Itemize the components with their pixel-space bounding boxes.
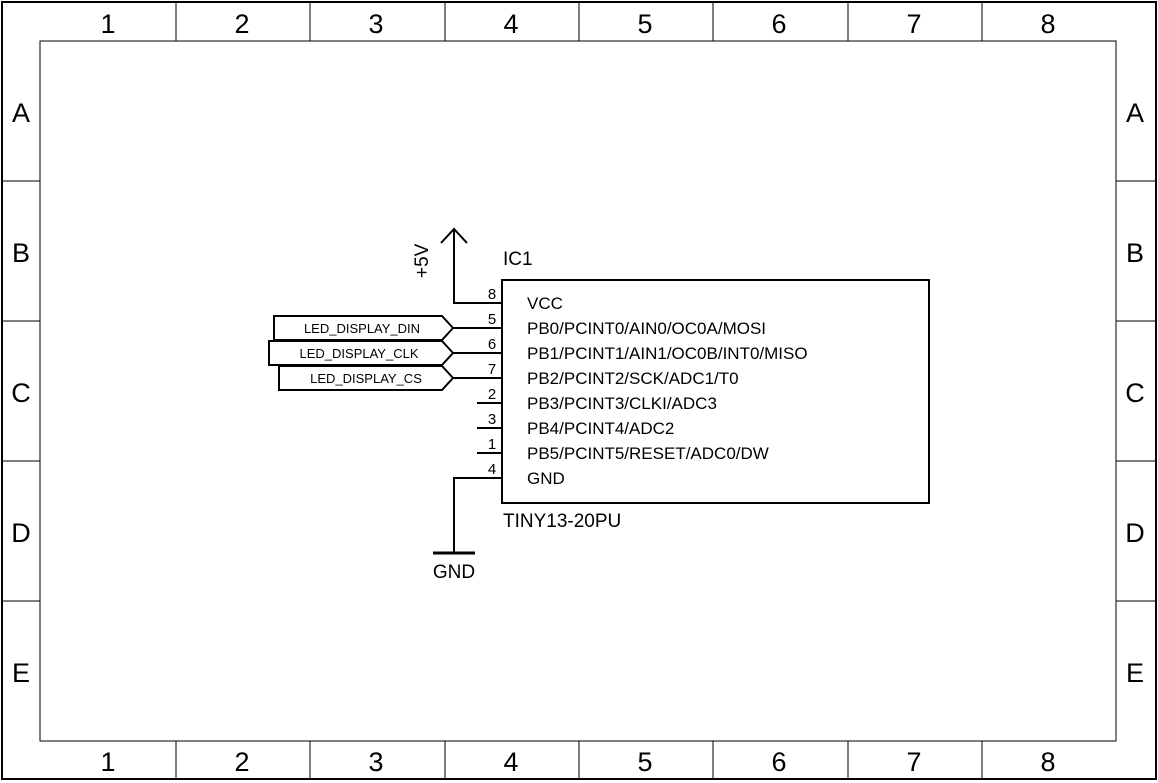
pin-name: GND [527, 469, 565, 488]
vcc-label: +5V [412, 243, 433, 278]
col-label: 2 [234, 9, 249, 39]
col-label: 8 [1040, 9, 1055, 39]
ic-pin-stubs [477, 302, 502, 479]
col-label: 5 [637, 9, 652, 39]
row-labels-right: A B C D E [1125, 98, 1145, 688]
col-label: 6 [771, 9, 786, 39]
column-labels-bottom: 1 2 3 4 5 6 7 8 [100, 747, 1055, 777]
net-label-cs[interactable]: LED_DISPLAY_CS [278, 365, 477, 391]
row-label: A [12, 98, 30, 128]
vcc-supply-symbol[interactable]: +5V [412, 227, 477, 304]
col-label: 1 [100, 747, 115, 777]
col-label: 7 [906, 747, 921, 777]
pin-number: 3 [488, 411, 496, 428]
net-label-clk[interactable]: LED_DISPLAY_CLK [268, 340, 477, 366]
gnd-symbol[interactable]: GND [433, 477, 477, 583]
row-label: D [1125, 518, 1145, 548]
col-label: 4 [503, 747, 518, 777]
row-label: D [11, 518, 31, 548]
vcc-wire [453, 229, 477, 304]
row-dividers [2, 180, 1156, 602]
net-label-text: LED_DISPLAY_CS [310, 371, 422, 386]
col-label: 6 [771, 747, 786, 777]
gnd-wire [453, 477, 477, 553]
pin-name: PB5/PCINT5/RESET/ADC0/DW [527, 444, 769, 463]
ic-symbol[interactable]: IC1 TINY13-20PU 8 5 6 7 2 3 1 4 VCC P [477, 249, 930, 532]
row-label: C [1125, 378, 1145, 408]
ic-pin-numbers: 8 5 6 7 2 3 1 4 [488, 286, 496, 478]
pin-number: 6 [488, 336, 496, 353]
col-label: 5 [637, 747, 652, 777]
pin-number: 8 [488, 286, 496, 303]
pin-name: PB2/PCINT2/SCK/ADC1/T0 [527, 369, 739, 388]
pin-name: PB3/PCINT3/CLKI/ADC3 [527, 394, 717, 413]
pin-name: PB1/PCINT1/AIN1/OC0B/INT0/MISO [527, 344, 808, 363]
ic-reference: IC1 [503, 249, 533, 270]
col-label: 4 [503, 9, 518, 39]
net-label-din[interactable]: LED_DISPLAY_DIN [273, 315, 477, 341]
pin-number: 1 [488, 436, 496, 453]
row-label: A [1126, 98, 1144, 128]
row-label: B [1126, 238, 1144, 268]
ic-pin-names: VCC PB0/PCINT0/AIN0/OC0A/MOSI PB1/PCINT1… [527, 294, 808, 488]
col-label: 2 [234, 747, 249, 777]
pin-number: 4 [488, 461, 496, 478]
ic-body [501, 279, 930, 504]
gnd-label: GND [433, 562, 475, 583]
inner-frame [39, 40, 1117, 742]
net-label-text: LED_DISPLAY_DIN [304, 321, 420, 336]
pin-number: 5 [488, 311, 496, 328]
column-labels-top: 1 2 3 4 5 6 7 8 [100, 9, 1055, 39]
column-dividers [175, 2, 983, 779]
pin-name: VCC [527, 294, 563, 313]
ic-value: TINY13-20PU [503, 511, 621, 532]
col-label: 7 [906, 9, 921, 39]
col-label: 1 [100, 9, 115, 39]
net-flag-shape [273, 315, 455, 341]
row-label: C [11, 378, 31, 408]
pin-name: PB4/PCINT4/ADC2 [527, 419, 674, 438]
row-label: E [1126, 658, 1144, 688]
pin-number: 2 [488, 386, 496, 403]
col-label: 3 [368, 747, 383, 777]
net-label-text: LED_DISPLAY_CLK [300, 346, 419, 361]
row-label: B [12, 238, 30, 268]
col-label: 8 [1040, 747, 1055, 777]
pin-name: PB0/PCINT0/AIN0/OC0A/MOSI [527, 319, 766, 338]
vcc-arrow-icon [440, 227, 468, 244]
net-flag-shape [268, 340, 455, 366]
col-label: 3 [368, 9, 383, 39]
pin-number: 7 [488, 361, 496, 378]
row-labels-left: A B C D E [11, 98, 31, 688]
net-flag-shape [278, 365, 455, 391]
row-label: E [12, 658, 30, 688]
